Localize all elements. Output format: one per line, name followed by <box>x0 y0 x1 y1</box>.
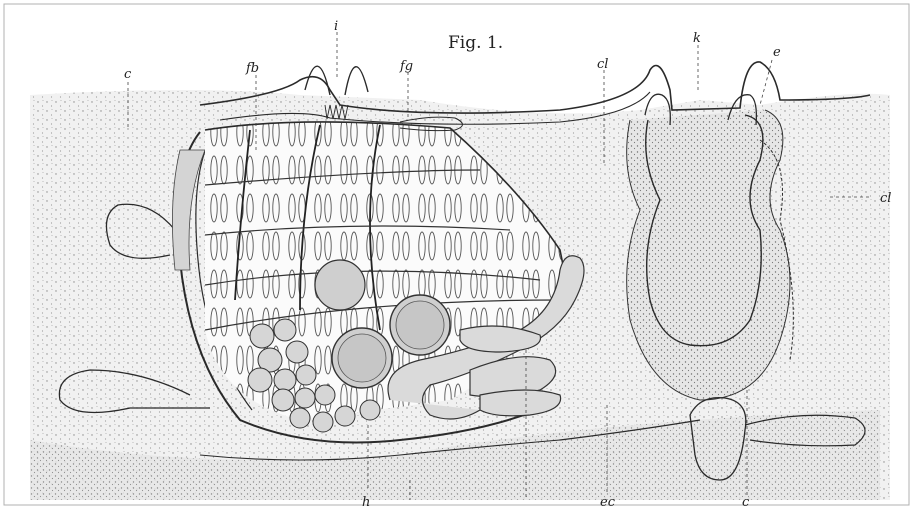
label-ec: ec <box>600 495 616 509</box>
label-cl-right: cl <box>880 191 891 206</box>
figure-title: Fig. 1. <box>448 33 503 53</box>
label-c-left: c <box>124 67 132 82</box>
label-e: e <box>773 45 781 60</box>
label-h: h <box>362 495 370 509</box>
label-i: i <box>334 19 338 34</box>
cavity-k <box>627 94 790 400</box>
label-k: k <box>693 31 701 46</box>
label-cl-top: cl <box>597 57 608 72</box>
label-fg: fg <box>399 59 413 74</box>
label-fb: fb <box>245 61 259 76</box>
label-c-bottom: c <box>742 495 750 509</box>
